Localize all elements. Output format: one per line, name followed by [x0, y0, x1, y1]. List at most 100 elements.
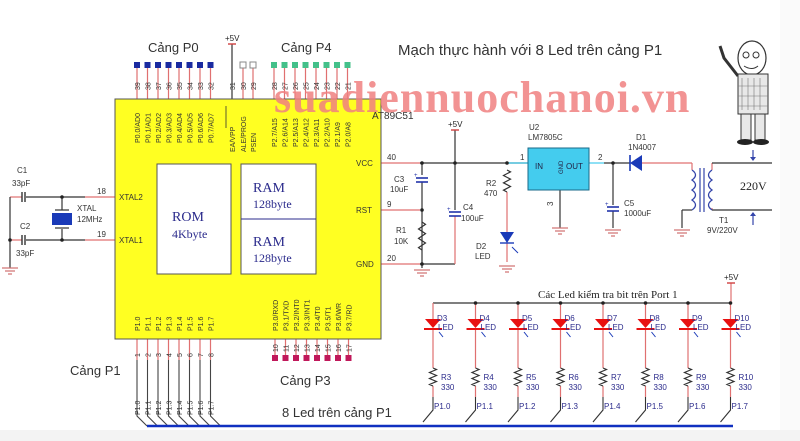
regulator-gnd-label: GND: [559, 160, 565, 174]
pin-number: 14: [315, 344, 322, 352]
pin-pad-p2: [323, 62, 330, 68]
pin-number: 6: [188, 353, 195, 357]
led-designator: D6: [565, 314, 576, 323]
pin-name: P3.4/T0: [315, 306, 322, 331]
pin-number: 2: [598, 153, 603, 162]
right-margin: [780, 0, 800, 441]
pin-name: P0.3/AD3: [167, 113, 174, 143]
led-port-label: P1.2: [519, 402, 536, 411]
xtal-value: 12MHz: [77, 215, 102, 224]
pin-number: 37: [156, 82, 163, 90]
d1-name: D1: [636, 133, 647, 142]
ground-icon: [414, 269, 430, 277]
pin-number: 20: [387, 254, 396, 263]
pin-number: 13: [305, 344, 312, 352]
led-designator: D5: [522, 314, 533, 323]
pin-number: 26: [293, 82, 300, 90]
pin-number: 4: [167, 353, 174, 357]
p1-bus-tap: [146, 360, 158, 427]
pin-pad-p3: [282, 355, 289, 361]
ground-icon: [552, 227, 568, 235]
pin-pad-p2: [302, 62, 309, 68]
d1-value: 1N4007: [628, 143, 657, 152]
pin-number: 33: [198, 82, 205, 90]
diode-d1-icon: [630, 155, 642, 171]
c2-value: 33pF: [16, 249, 34, 258]
bus-tap-label: P1.3: [167, 400, 174, 415]
resistor-designator: R3: [441, 373, 452, 382]
resistor-designator: R8: [654, 373, 665, 382]
c4-value: 100uF: [461, 214, 484, 223]
resistor-value: 330: [696, 383, 710, 392]
led-icon: [722, 319, 739, 328]
mcu-name: AT89C51: [372, 111, 414, 122]
led-light-arrow: [608, 331, 614, 338]
pin-number: 3: [156, 353, 163, 357]
led-light-arrow: [511, 246, 519, 254]
resistor-icon: [427, 367, 439, 387]
resistor-icon: [597, 367, 609, 387]
supply-5v-label: +5V: [225, 34, 240, 43]
resistor-designator: R5: [526, 373, 537, 382]
pin-number: 11: [284, 345, 291, 352]
pin-pad-p3: [303, 355, 310, 361]
led-designator: D10: [735, 314, 750, 323]
led-type: LED: [693, 323, 709, 332]
junction-dot: [601, 301, 605, 305]
pin-number: 23: [325, 82, 332, 90]
bus-tap-label: P1.7: [209, 400, 216, 415]
resistor-icon: [682, 367, 694, 387]
pin-number: 21: [346, 82, 353, 90]
pin-name: P0.2/AD2: [156, 113, 163, 143]
pin-number: 27: [283, 82, 290, 90]
c2-name: C2: [20, 222, 31, 231]
junction-dot: [420, 161, 424, 165]
resistor-designator: R9: [696, 373, 707, 382]
ram1-label: RAM: [253, 181, 285, 196]
resistor-designator: R10: [739, 373, 754, 382]
r2-value: 470: [484, 189, 498, 198]
d2-value: LED: [475, 252, 491, 261]
resistor-value: 330: [569, 383, 583, 392]
led-type: LED: [608, 323, 624, 332]
pin-pad-p0: [197, 62, 203, 68]
pin-name: P1.7: [209, 316, 216, 331]
resistor-icon: [417, 221, 427, 251]
led-bus-tap: [592, 397, 604, 423]
port-p4-label: Cảng P4: [281, 40, 332, 55]
transformer-primary-coil: [690, 169, 697, 211]
junction-dot: [728, 301, 733, 305]
led-designator: D4: [480, 314, 491, 323]
pin-name: XTAL1: [119, 236, 143, 245]
resistor-value: 330: [526, 383, 540, 392]
pin-name: P2.1/A9: [335, 122, 342, 147]
arrow-head: [750, 157, 756, 161]
led-port-label: P1.4: [604, 402, 621, 411]
pin-pad-p3: [324, 355, 331, 361]
pin-pad-p2: [334, 62, 340, 68]
led-bus-tap: [720, 397, 732, 423]
bus-tap-label: P1.1: [146, 400, 153, 415]
junction-dot: [505, 161, 509, 165]
pin-number: 29: [251, 82, 258, 90]
pin-name: P1.6: [198, 316, 205, 331]
pin-name: PSEN: [251, 133, 258, 152]
junction-dot: [686, 301, 690, 305]
pin-name: EA/VPP: [230, 126, 237, 152]
pin-name: P3.1/TXD: [284, 301, 291, 331]
pin-number: 5: [177, 353, 184, 357]
bus-tap-label: P1.0: [135, 400, 142, 415]
u2-value: LM7805C: [528, 133, 563, 142]
c3-value: 10uF: [390, 185, 408, 194]
led-d2-icon: [500, 232, 514, 243]
xtal-name: XTAL: [77, 204, 97, 213]
ram2-size: 128byte: [253, 251, 292, 265]
c5-name: C5: [624, 199, 635, 208]
pin-pad-p3: [335, 355, 341, 361]
bottom-margin: [0, 430, 800, 441]
pin-pad-p3: [272, 355, 278, 361]
led-port-label: P1.1: [477, 402, 494, 411]
c4-name: C4: [463, 203, 474, 212]
led-icon: [637, 319, 654, 328]
pin-number: 1: [135, 353, 142, 357]
